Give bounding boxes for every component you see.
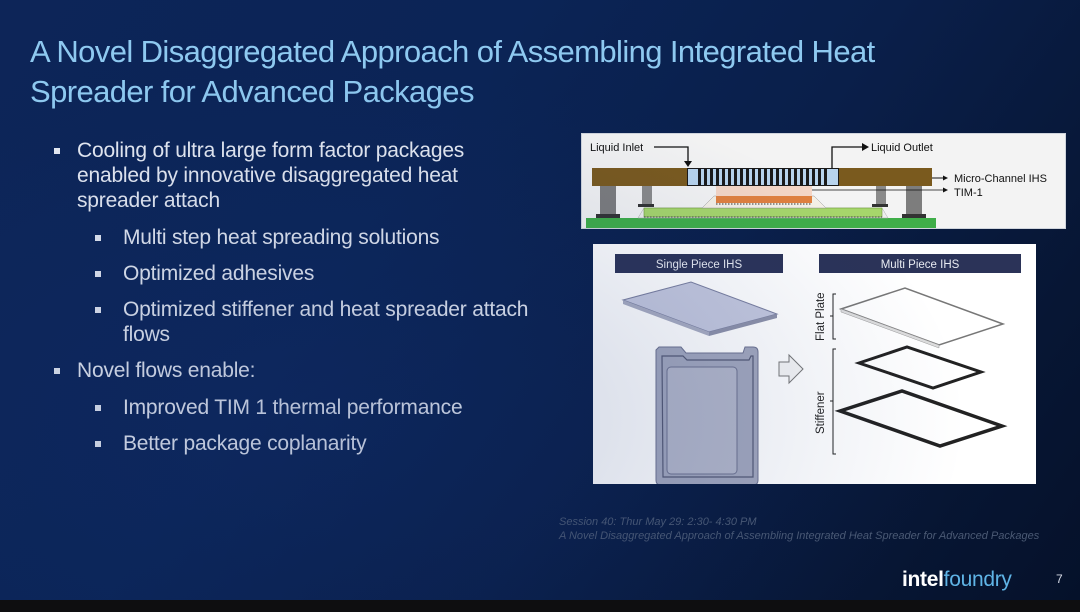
page-title: A Novel Disaggregated Approach of Assemb… [30, 32, 1060, 112]
sub-bullet-item: Optimized stiffener and heat spreader at… [52, 297, 532, 347]
single-vs-multi-piece-ihs-diagram: Single Piece IHS Multi Piece IHS Flat Pl… [615, 254, 1021, 486]
tim1-label: TIM-1 [954, 187, 983, 199]
liquid-inlet-label: Liquid Inlet [590, 142, 643, 154]
flat-plate-label: Flat Plate [815, 292, 827, 341]
bullet-square-icon [95, 271, 101, 277]
single-piece-header: Single Piece IHS [656, 259, 743, 271]
bottom-bar [0, 600, 1080, 612]
title-line-2: Spreader for Advanced Packages [30, 74, 474, 109]
bullet-square-icon [54, 148, 60, 154]
logo-intel: intel [902, 568, 944, 591]
stiffener-label: Stiffener [815, 391, 827, 434]
bullet-text: Improved TIM 1 thermal performance [123, 396, 463, 419]
stiffener-upper-icon [854, 345, 986, 390]
sub-bullet-item: Multi step heat spreading solutions [52, 225, 532, 250]
transform-arrow-icon [778, 353, 804, 385]
single-ihs-top-view-icon [655, 346, 759, 486]
bullet-square-icon [95, 441, 101, 447]
micro-channel-ihs-label: Micro-Channel IHS [954, 173, 1047, 185]
multi-piece-header: Multi Piece IHS [881, 259, 960, 271]
cross-section-figure: Liquid Inlet Liquid Outlet Micro-Channel… [581, 133, 1066, 229]
bullet-square-icon [95, 405, 101, 411]
stiffener-lower-icon [834, 389, 1008, 448]
flat-plate-icon [838, 287, 1006, 346]
footnote-title: A Novel Disaggregated Approach of Assemb… [559, 530, 1040, 542]
bullet-item: Cooling of ultra large form factor packa… [52, 138, 532, 213]
bullet-text: Multi step heat spreading solutions [123, 226, 440, 249]
micro-channel-ihs-diagram: Liquid Inlet Liquid Outlet Micro-Channel… [586, 142, 1047, 228]
bullet-square-icon [95, 235, 101, 241]
liquid-outlet-label: Liquid Outlet [871, 142, 933, 154]
sub-bullet-item: Better package coplanarity [52, 431, 532, 456]
footnote-session: Session 40: Thur May 29: 2:30- 4:30 PM [559, 516, 757, 528]
sub-bullet-item: Improved TIM 1 thermal performance [52, 395, 532, 420]
bullet-text: Better package coplanarity [123, 432, 367, 455]
session-footnote: Session 40: Thur May 29: 2:30- 4:30 PM A… [559, 515, 1059, 543]
bullet-text: Optimized adhesives [123, 262, 315, 285]
bullet-square-icon [54, 368, 60, 374]
bullet-item: Novel flows enable: [52, 358, 532, 383]
bullet-text: Novel flows enable: [77, 359, 256, 382]
intel-foundry-logo: intelfoundry [902, 568, 1012, 592]
bullet-text: Optimized stiffener and heat spreader at… [123, 298, 529, 346]
single-ihs-iso-icon [621, 281, 779, 333]
title-line-1: A Novel Disaggregated Approach of Assemb… [30, 34, 875, 69]
bullet-list: Cooling of ultra large form factor packa… [52, 138, 532, 467]
page-number: 7 [1056, 572, 1063, 586]
logo-foundry: foundry [943, 568, 1012, 591]
bullet-text: Cooling of ultra large form factor packa… [77, 139, 465, 212]
ihs-comparison-figure: Single Piece IHS Multi Piece IHS Flat Pl… [593, 244, 1036, 486]
bullet-square-icon [95, 307, 101, 313]
sub-bullet-item: Optimized adhesives [52, 261, 532, 286]
